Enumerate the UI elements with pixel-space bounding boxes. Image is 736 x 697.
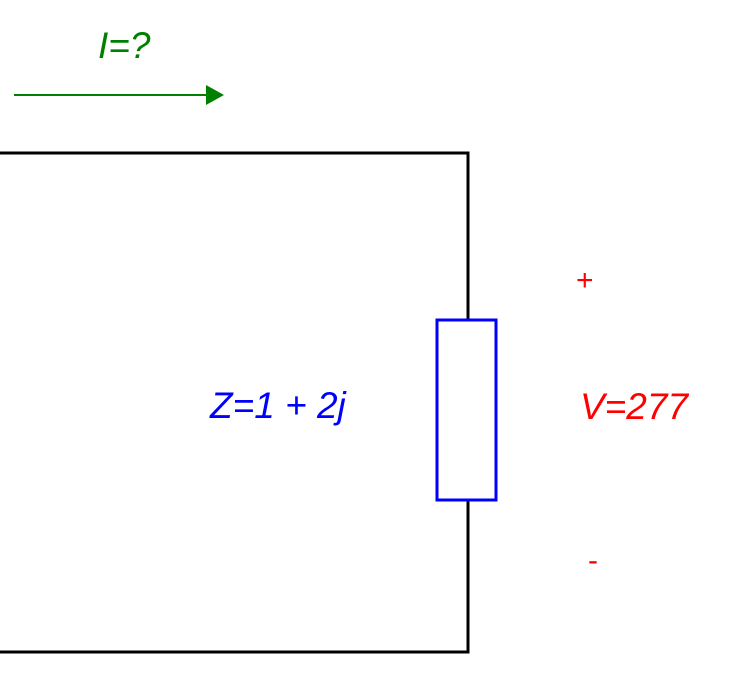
- current-arrowhead: [206, 85, 224, 105]
- voltage-minus-sign: -: [588, 544, 598, 577]
- impedance-label: Z=1 + 2j: [210, 385, 346, 426]
- voltage-label: V=277: [580, 386, 689, 427]
- wire-bottom: [0, 500, 470, 654]
- voltage-plus-sign: +: [576, 264, 594, 297]
- wire-top: [0, 151, 470, 320]
- current-label: I=?: [98, 25, 151, 66]
- impedance-element: [435, 318, 498, 502]
